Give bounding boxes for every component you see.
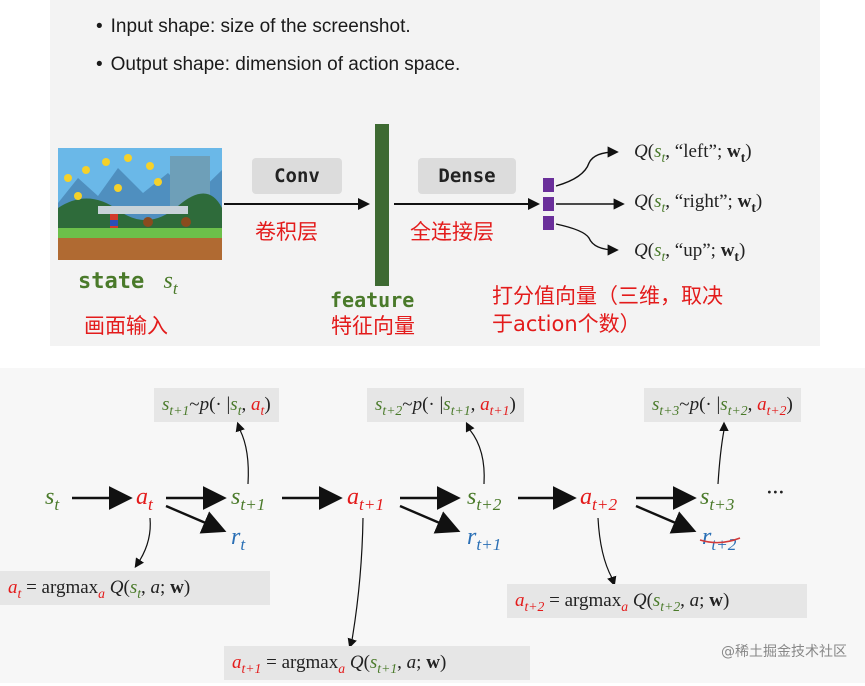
dense-cn-label: 全连接层 — [410, 220, 494, 244]
feature-label: feature — [330, 288, 415, 312]
q-action-up: “up” — [674, 240, 711, 261]
node-r-t1: rt+1 — [467, 524, 502, 554]
q-value-left: Q(st, “left”; wt) — [634, 141, 752, 165]
node-s-t: st — [45, 484, 60, 514]
score-vector-cn-1: 打分值向量（三维，取决 — [492, 284, 723, 308]
argmax-text-t: argmax — [41, 577, 99, 598]
chain-ellipsis: ··· — [766, 480, 784, 506]
q-value-up: Q(st, “up”; wt) — [634, 240, 746, 264]
q-action-left: “left” — [674, 141, 717, 162]
node-a-t: at — [136, 484, 153, 514]
argmax-box-t1: at+1 = argmaxa Q(st+1, a; w) — [224, 646, 530, 680]
game-screenshot — [58, 148, 222, 260]
node-a-t2: at+2 — [580, 484, 618, 514]
dense-arrow — [394, 198, 540, 210]
conv-cn-label: 卷积层 — [255, 220, 318, 244]
node-a-t1: at+1 — [347, 484, 385, 514]
feature-cn-label: 特征向量 — [331, 314, 415, 338]
state-symbol: s — [163, 268, 173, 294]
node-s-t2: st+2 — [467, 484, 502, 514]
output-vector — [543, 178, 554, 230]
transition-box-3: st+3~p(· |st+2, at+2) — [644, 388, 801, 422]
score-vector-cn-2: 于action个数） — [492, 312, 641, 336]
q-value-right: Q(st, “right”; wt) — [634, 191, 763, 215]
argmax-box-t2: at+2 = argmaxa Q(st+2, a; w) — [507, 584, 807, 618]
conv-layer-label: Conv — [252, 158, 342, 194]
argmax-text-t1: argmax — [281, 652, 339, 673]
state-label: state st — [78, 268, 178, 299]
node-s-t3: st+3 — [700, 484, 735, 514]
argmax-text-t2: argmax — [564, 590, 622, 611]
state-subscript: t — [172, 278, 178, 298]
node-r-t2: rt+2 — [702, 524, 737, 554]
node-s-t1: st+1 — [231, 484, 266, 514]
state-text: state — [78, 269, 145, 294]
output-arrows — [555, 146, 625, 256]
bullet-output-shape: Output shape: dimension of action space. — [96, 54, 461, 76]
state-cn-label: 画面输入 — [84, 314, 168, 338]
watermark: @稀土掘金技术社区 — [721, 644, 847, 660]
transition-box-1: st+1~p(· |st, at) — [154, 388, 279, 422]
conv-arrow — [224, 198, 370, 210]
feature-vector-bar — [375, 124, 389, 286]
bullet-input-shape: Input shape: size of the screenshot. — [96, 16, 411, 38]
q-action-right: “right” — [674, 191, 728, 212]
node-r-t: rt — [231, 524, 246, 554]
transition-box-2: st+2~p(· |st+1, at+1) — [367, 388, 524, 422]
dense-layer-label: Dense — [418, 158, 516, 194]
argmax-box-t: at = argmaxa Q(st, a; w) — [0, 571, 270, 605]
